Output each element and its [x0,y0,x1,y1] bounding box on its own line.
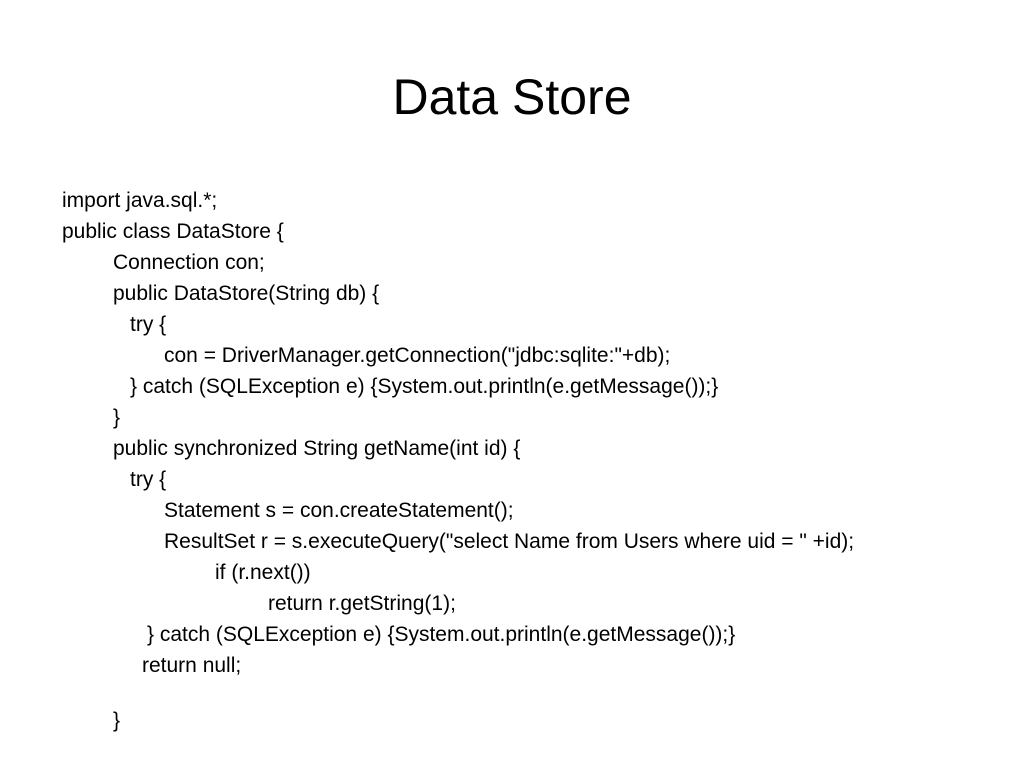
code-line: } [113,406,121,429]
code-line: con = DriverManager.getConnection("jdbc:… [164,344,671,367]
code-line: } catch (SQLException e) {System.out.pri… [147,623,736,646]
code-line: try { [130,313,167,336]
code-line: import java.sql.*; [62,189,218,212]
code-line: public DataStore(String db) { [113,282,380,305]
code-line: public class DataStore { [62,220,284,243]
code-line: return null; [142,654,242,677]
code-line: public synchronized String getName(int i… [113,437,521,460]
code-line: Statement s = con.createStatement(); [164,499,514,522]
code-line: Connection con; [113,251,265,274]
code-line: ResultSet r = s.executeQuery("select Nam… [164,530,855,553]
code-line: try { [130,468,167,491]
code-line: return r.getString(1); [268,592,456,615]
code-line: } [113,709,121,732]
slide-title: Data Store [392,69,632,125]
code-line: if (r.next()) [215,561,311,584]
code-line: } catch (SQLException e) {System.out.pri… [130,375,719,398]
